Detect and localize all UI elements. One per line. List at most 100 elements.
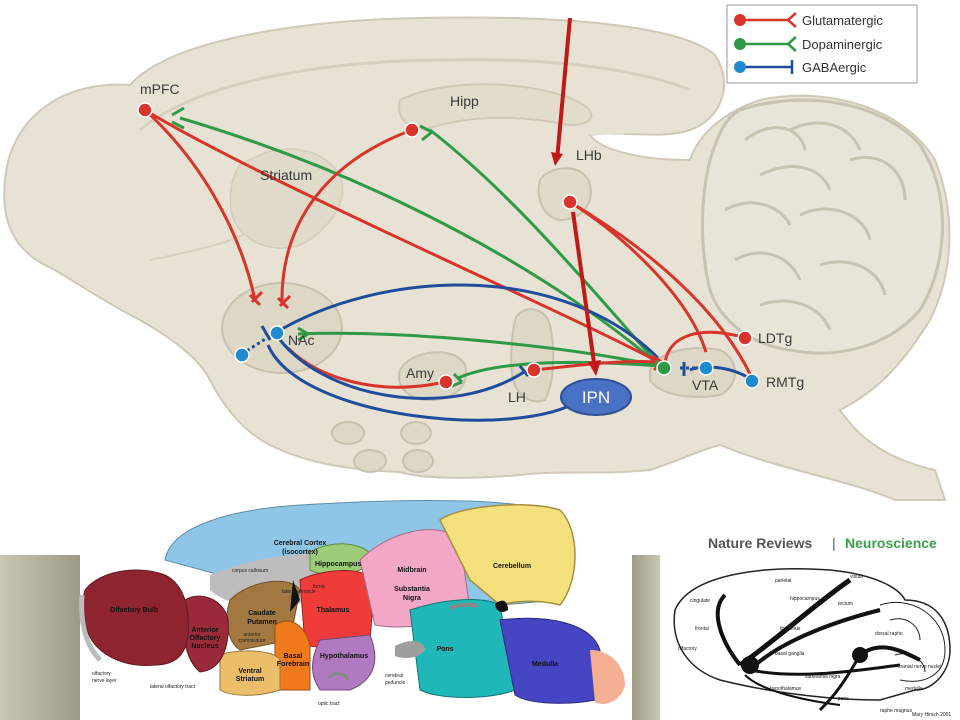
label-vta: VTA <box>692 377 719 393</box>
atlas-label-olfactory-bulb: Olfactory Bulb <box>110 607 158 614</box>
atlas-label-nerve-1: olfactory <box>92 671 111 677</box>
schematic-label-raphe-magnus: raphe magnus <box>880 708 912 714</box>
mouse-brain-atlas: Cerebral Cortex (isocortex) corpus callo… <box>79 497 632 720</box>
label-nac: NAc <box>288 332 314 348</box>
gabaergic-nac-lh <box>273 332 525 400</box>
credit-section: Neuroscience <box>845 535 937 551</box>
atlas-medulla <box>499 617 601 704</box>
atlas-label-thalamus: Thalamus <box>317 607 350 614</box>
atlas-label-aon-2: Olfactory <box>190 635 221 642</box>
schematic-label-thalamus: thalamus <box>780 626 801 632</box>
neuron-nodes <box>137 102 760 390</box>
ldtg-node <box>737 330 753 346</box>
gabaergic-nac-loop <box>266 344 581 422</box>
gabaergic-nac-vta <box>274 283 660 360</box>
schematic-label-dorsal-raphe: dorsal raphe <box>875 631 903 637</box>
atlas-label-substantia-2: Nigra <box>403 595 421 602</box>
pathways <box>143 106 754 422</box>
dopaminergic-vta-nac <box>297 331 661 368</box>
glutamatergic-mpfc-vta <box>144 108 656 362</box>
annotation-overlay: IPN <box>551 17 632 416</box>
lhb-node <box>562 194 578 210</box>
schematic-label-tectum: tectum <box>838 601 853 607</box>
atlas-label-pons: Pons <box>436 646 453 653</box>
atlas-label-commissure-1: anterior <box>244 632 261 638</box>
schematic-label-medulla: medulla <box>905 686 923 692</box>
atlas-label-corpus-callosum: corpus callosum <box>232 568 268 574</box>
legend-gabaergic-label: GABAergic <box>802 60 867 75</box>
annotation-arrow-top <box>555 17 572 161</box>
dopaminergic-vta-mpfc <box>179 116 661 368</box>
schematic-brainstem-nucleus <box>852 647 868 663</box>
atlas-label-substantia-1: Substantia <box>394 586 430 593</box>
atlas-label-midbrain: Midbrain <box>397 567 426 574</box>
atlas-basal-forebrain <box>274 620 311 691</box>
middle-side-panel <box>632 555 660 720</box>
atlas-label-commissure-2: commissure <box>239 638 266 644</box>
atlas-label-medulla: Medulla <box>532 661 558 668</box>
atlas-label-cerebellum: Cerebellum <box>493 563 531 570</box>
ipn-label: IPN <box>582 388 610 407</box>
label-striatum: Striatum <box>260 167 312 183</box>
label-lhb: LHb <box>576 147 602 163</box>
glutamatergic-lhb-rmtg <box>569 200 754 379</box>
atlas-label-ventral-2: Striatum <box>236 676 264 683</box>
region-labels: mPFC Hipp Striatum LHb NAc Amy LH VTA LD… <box>140 81 804 405</box>
legend-glutamatergic: Glutamatergic <box>734 12 883 28</box>
schematic-credit: Mary Hirsch 2001 <box>912 712 951 718</box>
left-side-panel <box>0 555 80 720</box>
cerebellum-folia <box>701 98 944 355</box>
atlas-olfactory-bulb <box>82 569 189 666</box>
atlas-label-fornix: fornix <box>313 584 326 590</box>
atlas-ventral-striatum <box>219 650 281 696</box>
label-lh: LH <box>508 389 526 405</box>
credit-separator: | <box>832 535 836 551</box>
vta-gaba-node <box>698 360 714 376</box>
hipp-node <box>404 122 420 138</box>
legend-dopaminergic: Dopaminergic <box>734 36 883 52</box>
atlas-label-lateral-ventricle: lateral ventricle <box>282 589 316 595</box>
atlas-label-optic-tract: optic tract <box>318 701 340 707</box>
atlas-label-caudate-2: Putamen <box>247 619 277 626</box>
label-ldtg: LDTg <box>758 330 792 346</box>
mpfc-node <box>137 102 153 118</box>
glutamatergic-ldtg-vta <box>663 330 747 363</box>
glutamatergic-hipp-nac <box>280 128 413 306</box>
atlas-label-peduncle-2: peduncle <box>385 680 406 686</box>
atlas-label-basal-2: Forebrain <box>277 661 309 668</box>
schematic-label-basal-ganglia: basal ganglia <box>775 651 805 657</box>
atlas-label-nerve-2: nerve layer <box>92 678 117 684</box>
atlas-label-hippocampus: Hippocampus <box>315 561 361 568</box>
credit-journal: Nature Reviews <box>708 535 812 551</box>
schematic-label-olfactory: olfactory <box>678 646 697 652</box>
schematic-label-parietal: parietal <box>775 578 791 584</box>
lh-region <box>510 308 555 403</box>
label-rmtg: RMTg <box>766 374 804 390</box>
ipn-badge <box>560 378 632 416</box>
atlas-cerebellum <box>439 504 576 606</box>
schematic-label-cingulate: cingulate <box>690 598 710 604</box>
schematic-label-substantia-nigra: substantia nigra <box>805 674 841 680</box>
atlas-pons <box>409 599 516 698</box>
schematic-label-cranial-nerve-nuclei: cranial nerve nuclei <box>898 664 941 670</box>
label-amy: Amy <box>406 365 434 381</box>
schematic-label-visual: visual <box>850 574 863 580</box>
rmtg-node <box>744 373 760 389</box>
atlas-label-aon-3: Nucleus <box>191 643 218 650</box>
schematic-basal-nucleus <box>741 656 759 674</box>
label-hipp: Hipp <box>450 93 479 109</box>
atlas-label-ventral-1: Ventral <box>238 668 261 675</box>
neuromodulator-schematic: parietal cingulate visual frontal hippoc… <box>660 555 960 720</box>
nac-node <box>269 325 285 341</box>
legend-glutamatergic-label: Glutamatergic <box>802 13 883 28</box>
atlas-label-cortex-2: (isocortex) <box>282 549 318 556</box>
vta-da-node <box>656 360 672 376</box>
nac-interneuron-node <box>234 347 250 363</box>
atlas-label-cortex-1: Cerebral Cortex <box>274 540 327 547</box>
glutamatergic-mpfc-nac <box>143 108 257 301</box>
atlas-label-lateral-olfactory-tract: lateral olfactory tract <box>150 684 196 690</box>
atlas-label-hypothalamus: Hypothalamus <box>320 653 368 660</box>
lh-node <box>526 362 542 378</box>
amy-node <box>438 374 454 390</box>
